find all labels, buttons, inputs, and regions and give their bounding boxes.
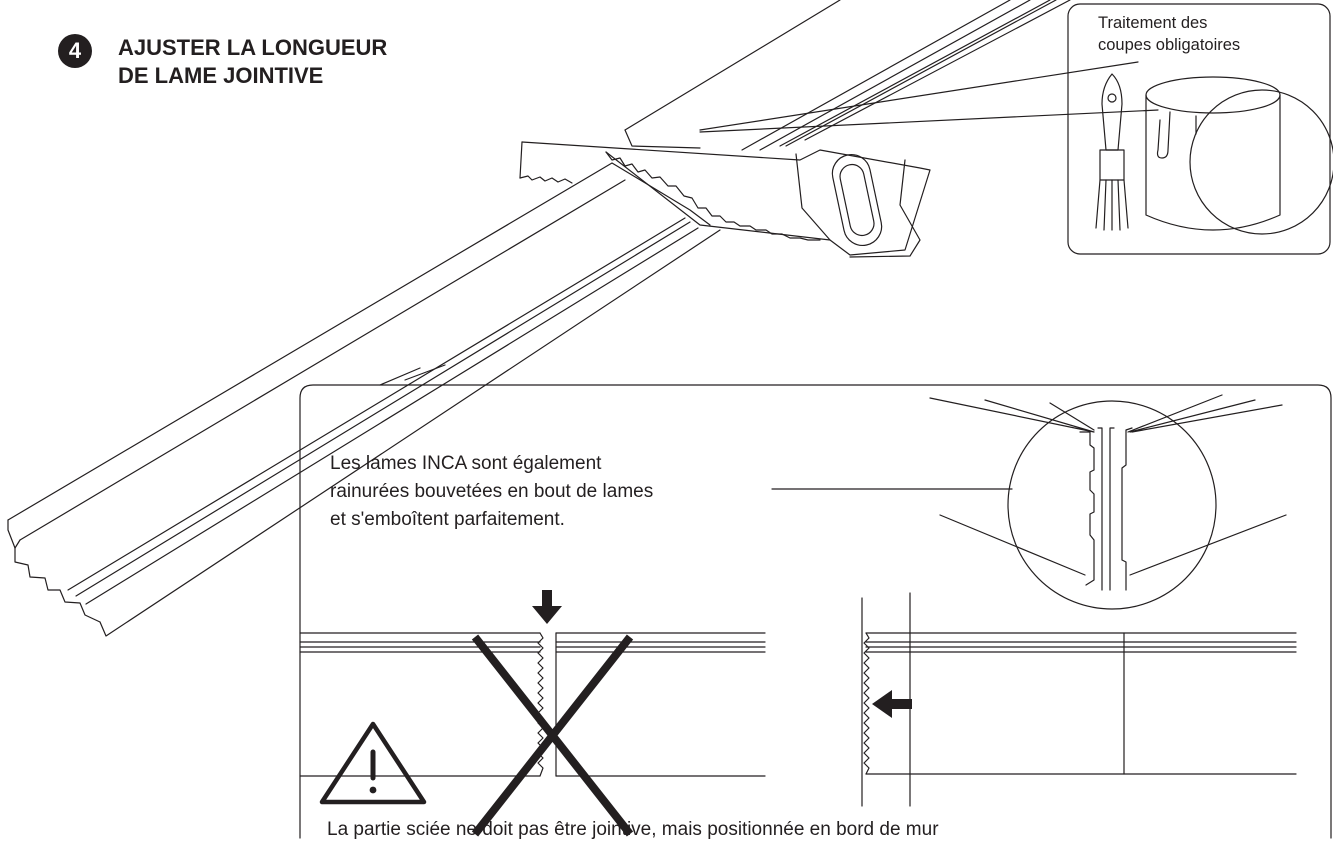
cross-mark-icon — [471, 634, 634, 837]
saw-icon — [519, 141, 931, 258]
step-number-badge: 4 — [58, 34, 92, 68]
far-board — [624, 0, 1071, 151]
treatment-callout-box — [1067, 3, 1331, 255]
treatment-callout-title: Traitement des coupes obligatoires — [1098, 12, 1240, 56]
main-board — [7, 162, 721, 637]
warning-triangle-icon — [319, 721, 427, 805]
joint-note: Les lames INCA sont également rainurées … — [330, 450, 653, 534]
joint-note-line-3: et s'emboîtent parfaitement. — [330, 509, 565, 530]
wall-position-note: La partie sciée ne doit pas être jointiv… — [327, 819, 939, 840]
joint-note-line-2: rainurées bouvetées en bout de lames — [330, 481, 654, 502]
paint-can-icon — [1145, 76, 1333, 235]
treatment-leader-line — [699, 61, 1139, 131]
joint-detail-magnifier — [929, 394, 1287, 610]
step-title: AJUSTER LA LONGUEUR DE LAME JOINTIVE — [118, 34, 387, 90]
correct-joint-example — [861, 592, 1297, 807]
step-title-line-1: AJUSTER LA LONGUEUR — [118, 35, 388, 60]
down-arrow-icon — [532, 590, 562, 624]
step-title-line-2: DE LAME JOINTIVE — [118, 63, 324, 88]
joint-panel-box — [299, 384, 1332, 839]
paint-brush-icon — [1095, 73, 1129, 231]
joint-note-line-1: Les lames INCA sont également — [330, 453, 602, 474]
treatment-title-line-1: Traitement des — [1098, 14, 1208, 32]
treatment-title-line-2: coupes obligatoires — [1098, 36, 1241, 54]
left-arrow-icon — [872, 690, 912, 718]
